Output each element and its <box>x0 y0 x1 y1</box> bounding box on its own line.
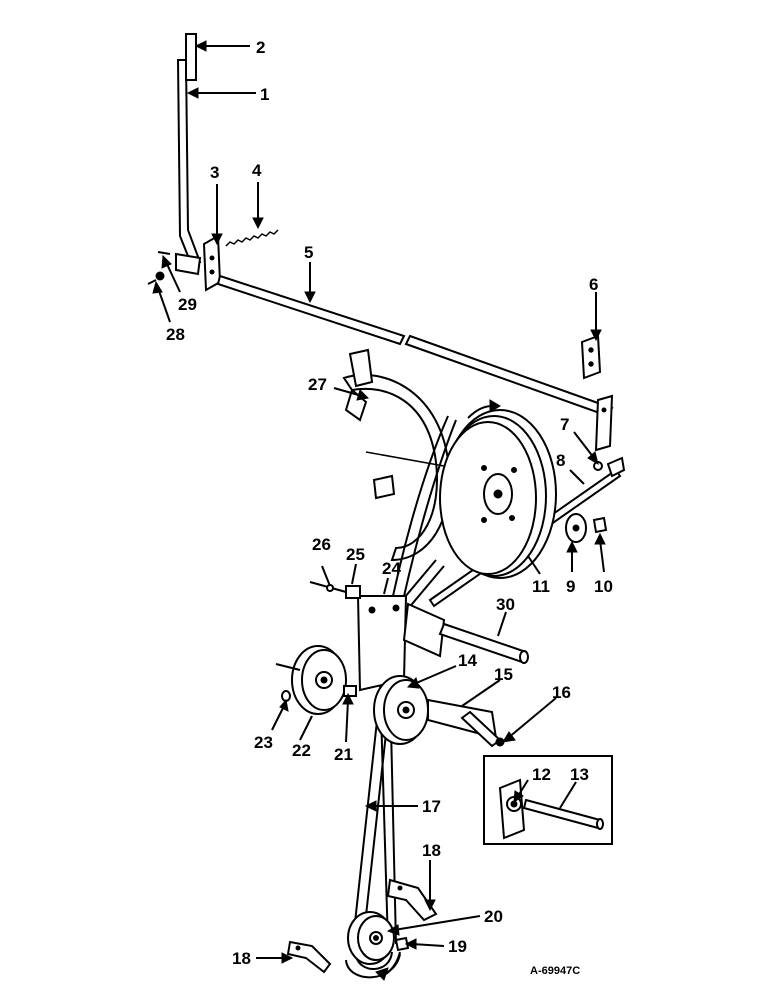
pulley-left-spacer <box>343 685 357 697</box>
callout-10: 10 <box>594 577 613 596</box>
callout-4: 4 <box>252 161 262 180</box>
callout-24: 24 <box>382 559 401 578</box>
callout-26: 26 <box>312 535 331 554</box>
callout-19: 19 <box>448 937 467 956</box>
callout-23: 23 <box>254 733 273 752</box>
callout-18-upper: 18 <box>422 841 441 860</box>
rod-bracket <box>580 334 602 380</box>
callout-16: 16 <box>552 683 571 702</box>
idler-pulley-left <box>275 645 347 715</box>
leader-lines <box>152 40 606 964</box>
jackshaft <box>438 622 529 664</box>
callout-labels: 2 1 3 4 5 6 7 8 9 10 11 12 13 14 15 16 1… <box>166 38 613 968</box>
cotter-pin <box>157 251 171 255</box>
lower-pulley <box>347 911 395 965</box>
callout-25: 25 <box>346 545 365 564</box>
rod-arm <box>594 394 614 452</box>
jackshaft-support <box>402 602 446 658</box>
idler-pulley-right <box>373 675 429 745</box>
spacer <box>345 585 361 599</box>
callout-14: 14 <box>458 651 477 670</box>
callout-9: 9 <box>566 577 575 596</box>
callout-21: 21 <box>334 745 353 764</box>
callout-27: 27 <box>308 375 327 394</box>
bolt <box>147 271 165 285</box>
callout-18-lower: 18 <box>232 949 251 968</box>
lower-belt-guide <box>386 878 438 922</box>
callout-5: 5 <box>304 243 313 262</box>
callout-15: 15 <box>494 665 513 684</box>
lower-rotation-arrow <box>375 951 401 981</box>
shift-lever <box>175 33 202 276</box>
callout-13: 13 <box>570 765 589 784</box>
key <box>592 516 608 534</box>
bottom-belt-guide <box>286 940 332 974</box>
callout-17: 17 <box>422 797 441 816</box>
large-pulley <box>439 409 557 579</box>
callout-2: 2 <box>256 38 265 57</box>
hub <box>565 513 587 543</box>
belt-shield <box>342 348 451 562</box>
callout-22: 22 <box>292 741 311 760</box>
callout-6: 6 <box>589 275 598 294</box>
callout-1: 1 <box>260 85 269 104</box>
callout-3: 3 <box>210 163 219 182</box>
idler-arm <box>427 698 502 748</box>
idler-shaft <box>309 581 347 593</box>
callout-28: 28 <box>166 325 185 344</box>
lower-nut <box>394 936 410 952</box>
rotation-arrow <box>467 399 501 419</box>
callout-29: 29 <box>178 295 197 314</box>
callout-20: 20 <box>484 907 503 926</box>
callout-12: 12 <box>532 765 551 784</box>
callout-8: 8 <box>556 451 565 470</box>
callout-30: 30 <box>496 595 515 614</box>
callout-7: 7 <box>560 415 569 434</box>
detail-inset <box>483 755 613 845</box>
callout-11: 11 <box>532 577 550 596</box>
spring <box>225 229 279 247</box>
reference-number: A-69947C <box>530 965 580 977</box>
